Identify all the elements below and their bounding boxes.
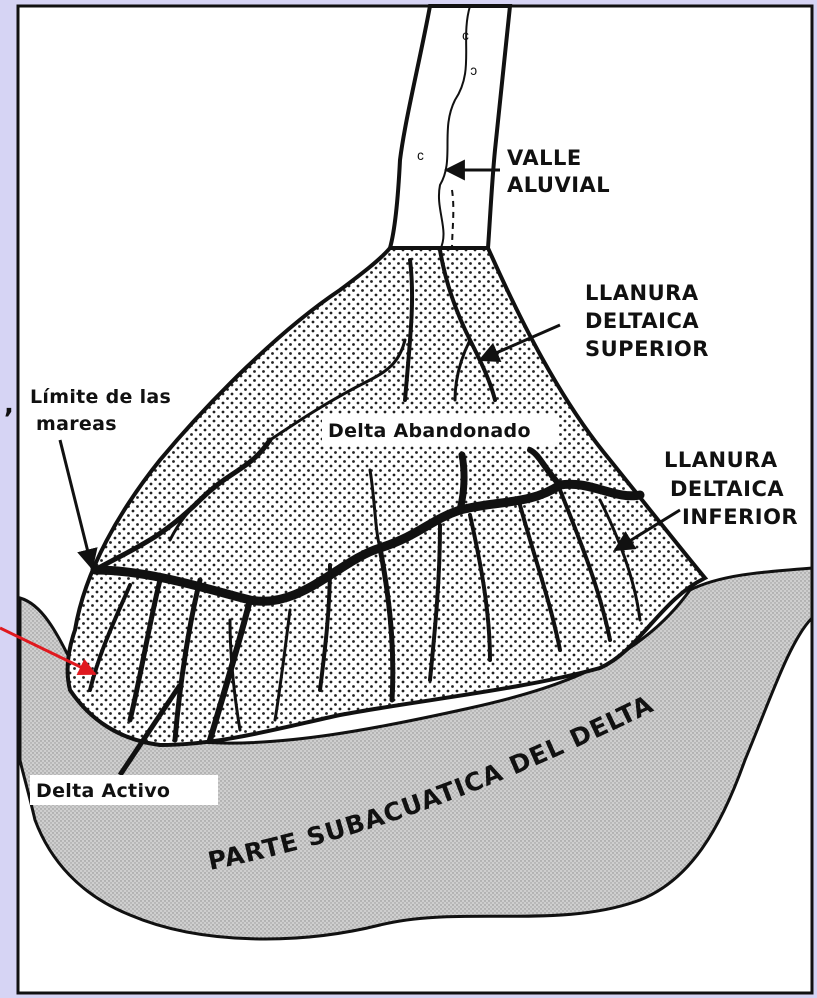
river-squiggle: ᵓ [470,63,477,85]
margin-mark: , [4,390,14,420]
label-delta-abandonado: Delta Abandonado [328,420,531,442]
label-llanura-sup-1: LLANURA [585,281,699,305]
label-limite-2: mareas [36,413,117,435]
label-limite-1: Límite de las [30,386,171,408]
label-llanura-inf-3: INFERIOR [682,505,798,529]
label-llanura-sup-2: DELTAICA [585,309,699,333]
label-aluvial: ALUVIAL [507,173,610,197]
river-squiggle: ᶜ [417,148,424,170]
river-squiggle: ᶜ [462,28,469,50]
label-delta-activo: Delta Activo [36,780,170,802]
label-valle: VALLE [507,146,582,170]
label-llanura-sup-3: SUPERIOR [585,337,709,361]
label-llanura-inf-2: DELTAICA [670,477,784,501]
label-llanura-inf-1: LLANURA [664,448,778,472]
